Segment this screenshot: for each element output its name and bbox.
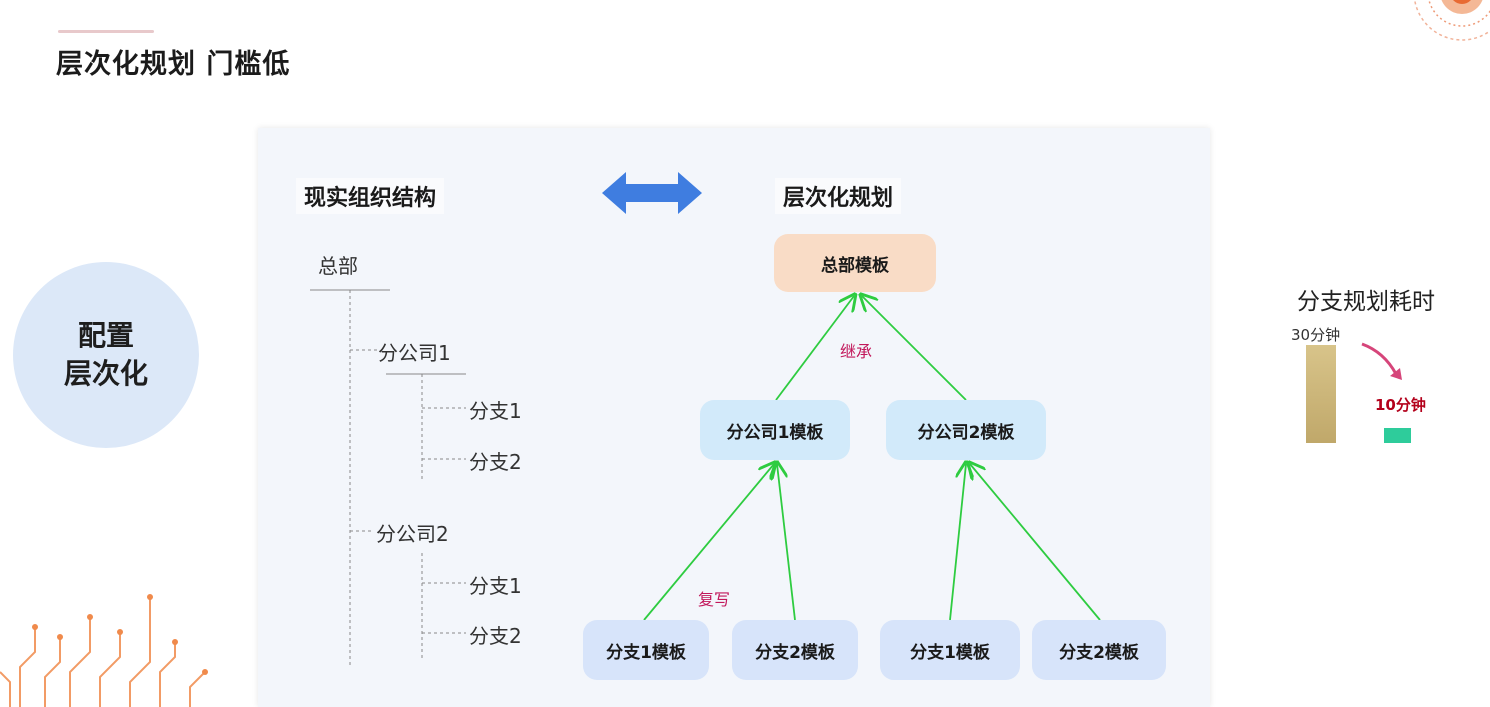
after-time-bar: [1384, 428, 1411, 443]
decrease-arrow-icon: [1361, 342, 1402, 380]
circle-line2: 层次化: [63, 357, 148, 390]
override-label: 复写: [698, 590, 731, 609]
before-time-label: 30分钟: [1291, 326, 1341, 344]
org-company2-branch1: 分支1: [469, 574, 522, 598]
page-title: 层次化规划 门槛低: [56, 49, 291, 80]
stats-title: 分支规划耗时: [1297, 289, 1435, 315]
branch4-template-node: 分支2模板: [1032, 620, 1166, 680]
org-company2-branch2: 分支2: [469, 624, 522, 648]
circuit-decoration: [0, 594, 208, 707]
org-company1-branch2: 分支2: [469, 450, 522, 474]
inherit-label: 继承: [840, 342, 873, 361]
before-time-bar: [1306, 345, 1336, 443]
circle-line1: 配置: [77, 319, 134, 352]
branch2-template-node: 分支2模板: [732, 620, 858, 680]
org-company2-label: 分公司2: [376, 522, 449, 546]
hierarchy-circle-badge: 配置 层次化: [13, 262, 199, 448]
double-arrow-icon: [602, 172, 702, 214]
branch3-template-node: 分支1模板: [880, 620, 1020, 680]
company2-template-node: 分公司2模板: [886, 400, 1046, 460]
org-tree-lines: [310, 289, 466, 668]
hierarchy-plan-title: 层次化规划: [775, 178, 902, 214]
org-company1-branch1: 分支1: [469, 399, 522, 423]
hq-template-node: 总部模板: [774, 234, 936, 292]
org-hq-label: 总部: [318, 254, 358, 278]
diagram-panel: 现实组织结构 层次化规划 总部 分公司1 分支1 分支2 分公司2 分支1 分支…: [258, 128, 1210, 707]
company1-template-node: 分公司1模板: [700, 400, 850, 460]
after-time-label: 10分钟: [1375, 396, 1426, 414]
branch1-template-node: 分支1模板: [583, 620, 709, 680]
inheritance-arrows: [643, 128, 1101, 621]
org-structure-title: 现实组织结构: [296, 178, 445, 214]
corner-decoration: [1413, 0, 1490, 41]
org-company1-label: 分公司1: [378, 341, 451, 365]
title-accent-line: [58, 30, 154, 33]
